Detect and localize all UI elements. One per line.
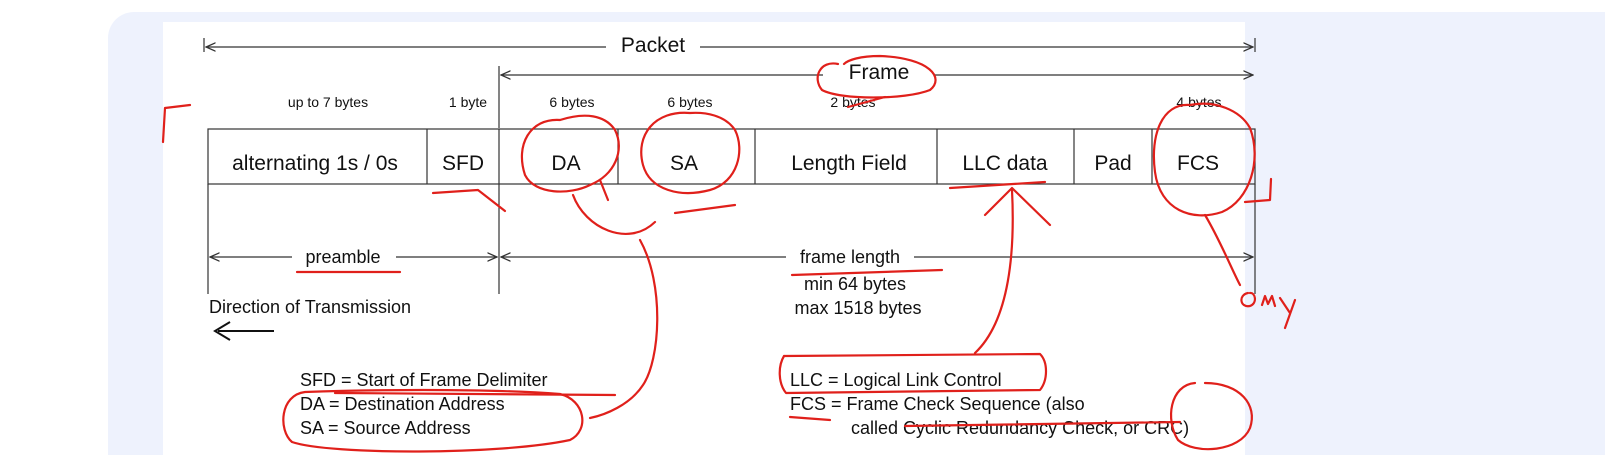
ink-llc-arrowhead xyxy=(983,186,1052,227)
ink-stroke-sfd xyxy=(431,188,507,213)
ink-sa-underline xyxy=(673,203,737,215)
packet-label: Packet xyxy=(621,34,685,57)
ink-llc-underline xyxy=(948,180,1047,190)
ink-bracket-right xyxy=(1243,177,1273,204)
legend-sfd: SFD = Start of Frame Delimiter xyxy=(300,370,548,390)
ink-underline-legend-sfd xyxy=(333,391,617,397)
ink-scribble-crc xyxy=(1240,291,1297,330)
direction-label: Direction of Transmission xyxy=(209,297,411,317)
field-da: DA xyxy=(551,152,580,175)
direction-arrow-head xyxy=(213,321,231,341)
ink-connector-da-sa xyxy=(588,238,659,420)
ink-circle-frame xyxy=(816,54,937,99)
ink-stroke-length xyxy=(846,95,887,109)
field-sa: SA xyxy=(670,152,698,175)
ink-circle-sa xyxy=(640,111,741,194)
bytes-preamble: up to 7 bytes xyxy=(288,94,368,110)
preamble-label: preamble xyxy=(305,247,380,267)
field-length: Length Field xyxy=(791,152,907,175)
bytes-da: 6 bytes xyxy=(549,94,594,110)
bytes-sa: 6 bytes xyxy=(667,94,712,110)
frame-max: max 1518 bytes xyxy=(794,298,921,318)
legend-crc: called Cyclic Redundancy Check, or CRC) xyxy=(851,418,1189,438)
legend-sa: SA = Source Address xyxy=(300,418,471,438)
ink-bracket-left xyxy=(161,103,192,144)
field-pad: Pad xyxy=(1094,152,1131,175)
field-llc: LLC data xyxy=(962,152,1048,175)
frame-min: min 64 bytes xyxy=(804,274,906,294)
ink-box-llc xyxy=(778,352,1048,395)
legend-da: DA = Destination Address xyxy=(300,394,505,414)
bytes-sfd: 1 byte xyxy=(449,94,487,110)
ink-underline-crc xyxy=(903,420,1182,428)
field-preamble: alternating 1s / 0s xyxy=(232,152,398,175)
ink-da-tail xyxy=(598,178,610,202)
ink-llc-connector xyxy=(973,188,1014,355)
ink-circle-legend-da-sa xyxy=(282,388,584,453)
ink-da-sa-join xyxy=(571,193,657,235)
ink-circle-crc xyxy=(1170,381,1253,451)
field-fcs: FCS xyxy=(1177,152,1219,175)
handwritten-annotations xyxy=(161,54,1297,453)
slide-canvas xyxy=(163,22,1245,455)
ink-underline-frame-length xyxy=(790,268,944,277)
frame-label: Frame xyxy=(849,61,910,84)
ink-fcs-line xyxy=(1203,213,1242,287)
frame-length-label: frame length xyxy=(800,247,900,267)
legend-llc: LLC = Logical Link Control xyxy=(790,370,1002,390)
ink-circle-da xyxy=(520,114,620,193)
legend-fcs: FCS = Frame Check Sequence (also xyxy=(790,394,1085,414)
field-sfd: SFD xyxy=(442,152,484,175)
ink-dash-fcs xyxy=(788,415,832,422)
bytes-fcs: 4 bytes xyxy=(1176,94,1221,110)
ink-circle-fcs xyxy=(1152,102,1256,217)
